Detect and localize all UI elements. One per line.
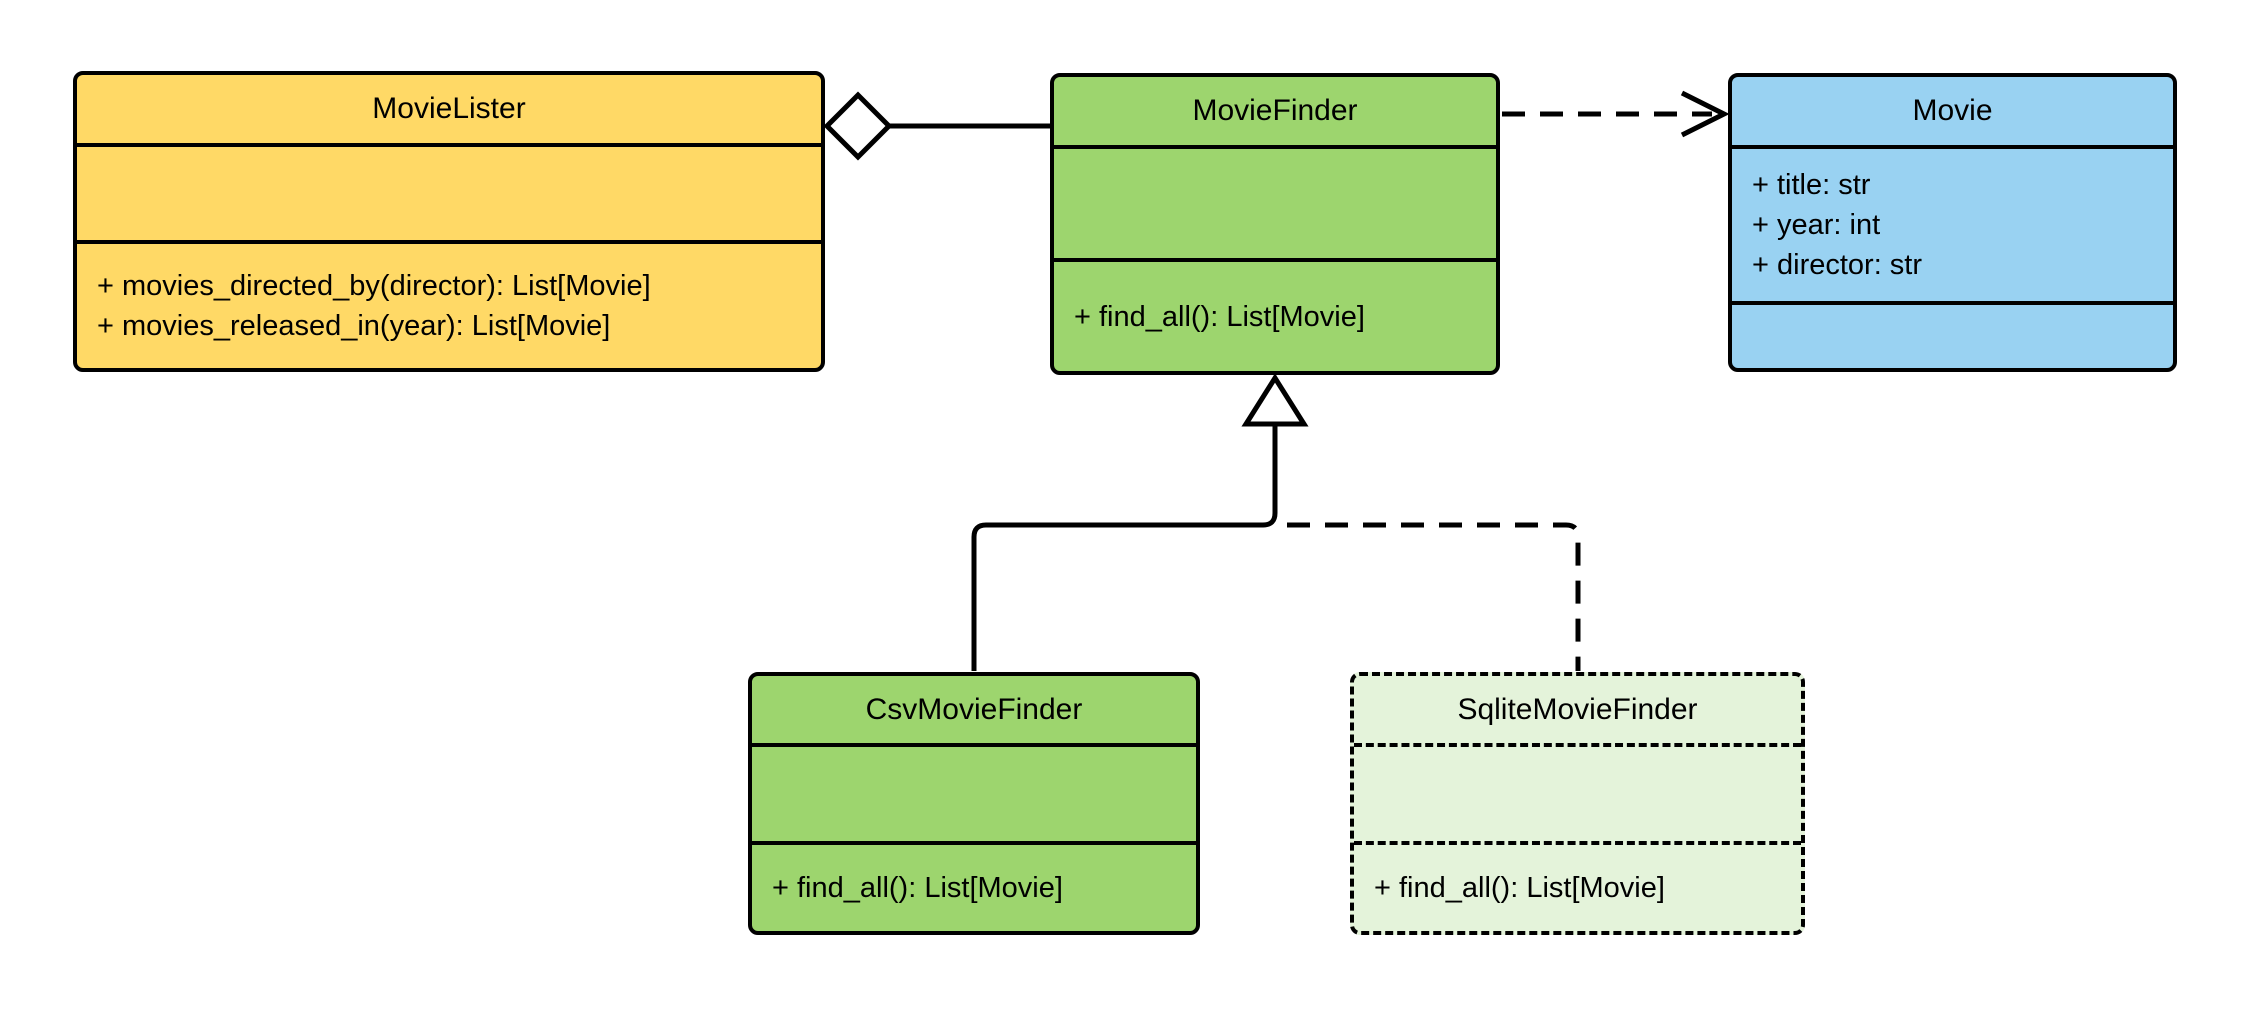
methods-compartment (1732, 301, 2173, 368)
method-label: + find_all(): List[Movie] (1374, 872, 1665, 904)
methods-compartment: + find_all(): List[Movie] (1054, 258, 1496, 371)
dependency-edge-moviefinder-movie (1502, 90, 1730, 138)
attributes-compartment (77, 143, 821, 240)
class-name-movielister: MovieLister (372, 92, 526, 125)
method-label: + movies_directed_by(director): List[Mov… (97, 270, 651, 302)
aggregation-edge-movielister-moviefinder (823, 91, 1052, 161)
class-name-sqlitemoviefinder: SqliteMovieFinder (1457, 692, 1698, 726)
attribute-label: + director: str (1752, 249, 1923, 281)
inheritance-edge-csvmoviefinder-moviefinder (971, 373, 1309, 671)
method-label: + movies_released_in(year): List[Movie] (97, 310, 611, 342)
class-box-csvmoviefinder: CsvMovieFinder + find_all(): List[Movie] (748, 672, 1200, 935)
inheritance-dashed-line (1287, 522, 1581, 671)
methods-compartment: + find_all(): List[Movie] (752, 841, 1196, 931)
hollow-diamond-icon (823, 91, 893, 161)
inheritance-line (971, 424, 1278, 671)
class-box-moviefinder: MovieFinder + find_all(): List[Movie] (1050, 73, 1500, 375)
methods-compartment: + movies_directed_by(director): List[Mov… (77, 240, 821, 368)
attributes-compartment (1354, 743, 1801, 841)
hollow-triangle-icon (1241, 373, 1309, 427)
attributes-compartment (752, 743, 1196, 841)
class-name-csvmoviefinder: CsvMovieFinder (865, 692, 1083, 726)
attributes-compartment (1054, 145, 1496, 258)
class-name-moviefinder: MovieFinder (1192, 94, 1358, 127)
class-box-movie: Movie + title: str + year: int + directo… (1728, 73, 2177, 372)
attribute-label: + year: int (1752, 209, 1881, 241)
attributes-compartment: + title: str + year: int + director: str (1732, 145, 2173, 301)
class-box-movielister: MovieLister + movies_directed_by(directo… (73, 71, 825, 372)
open-arrowhead-icon (1680, 90, 1730, 138)
class-box-sqlitemoviefinder: SqliteMovieFinder + find_all(): List[Mov… (1350, 672, 1805, 935)
method-label: + find_all(): List[Movie] (1074, 300, 1365, 333)
methods-compartment: + find_all(): List[Movie] (1354, 841, 1801, 931)
method-label: + find_all(): List[Movie] (772, 872, 1063, 904)
attribute-label: + title: str (1752, 169, 1871, 201)
class-name-movie: Movie (1912, 94, 1993, 127)
inheritance-edge-sqlitemoviefinder-moviefinder (1287, 522, 1581, 671)
